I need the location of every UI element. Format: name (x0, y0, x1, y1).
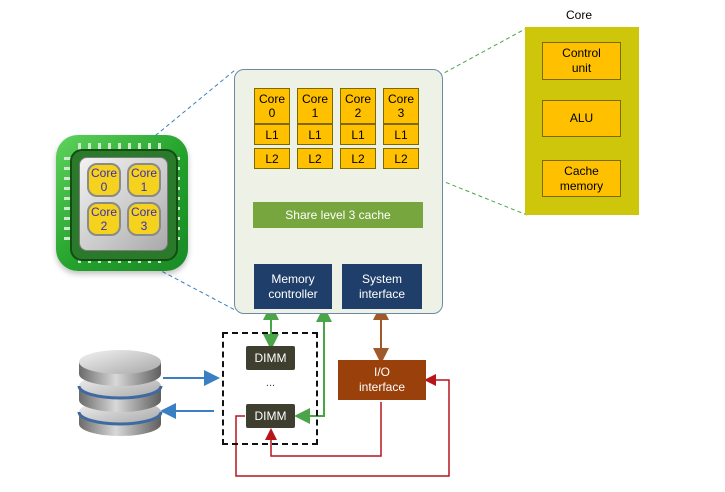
core-3: Core 3 (383, 88, 419, 124)
alu: ALU (542, 100, 621, 137)
core-0-l2: L2 (254, 148, 290, 169)
core-2: Core 2 (340, 88, 376, 124)
core-1-num: 1 (311, 106, 319, 120)
zoom-line-core-top (419, 27, 528, 87)
chip-core-0: Core 0 (87, 163, 121, 197)
core-1-l2: L2 (297, 148, 333, 169)
core-0: Core 0 (254, 88, 290, 124)
core-3-num: 3 (397, 106, 405, 120)
system-interface: System interface (342, 264, 422, 309)
core-1: Core 1 (297, 88, 333, 124)
memory-controller: Memory controller (254, 264, 332, 309)
dimm-top: DIMM (246, 346, 295, 370)
control-unit: Control unit (542, 42, 621, 80)
core-3-name: Core (387, 92, 414, 106)
core-0-l1: L1 (254, 124, 290, 145)
core-3-l2: L2 (383, 148, 419, 169)
core-0-name: Core (258, 92, 285, 106)
core-2-num: 2 (354, 106, 362, 120)
arrow-dimm-io (235, 374, 450, 477)
chip-core-2: Core 2 (87, 202, 121, 236)
core-1-l1: L1 (297, 124, 333, 145)
core-1-name: Core (301, 92, 328, 106)
chip-core-1: Core 1 (127, 163, 161, 197)
zoom-line-top (149, 69, 236, 141)
storage-icon (77, 348, 163, 440)
zoom-line-core-bottom (419, 171, 528, 216)
dimm-ellipsis: ... (265, 377, 276, 389)
arrow-memctrl-dimm-bottom (294, 306, 332, 424)
arrow-io-dimm (265, 402, 382, 457)
core-0-num: 0 (268, 106, 276, 120)
dimm-bottom: DIMM (246, 404, 295, 428)
chip-core-3: Core 3 (127, 202, 161, 236)
core-2-l1: L1 (340, 124, 376, 145)
zoom-line-bottom (149, 264, 236, 311)
memory-module-group (222, 332, 318, 445)
l3-cache: Share level 3 cache (253, 202, 423, 228)
core-detail-title: Core (566, 8, 593, 22)
io-interface: I/O interface (338, 360, 426, 400)
core-2-l2: L2 (340, 148, 376, 169)
cache-memory: Cache memory (542, 160, 621, 197)
core-3-l1: L1 (383, 124, 419, 145)
core-2-name: Core (344, 92, 371, 106)
